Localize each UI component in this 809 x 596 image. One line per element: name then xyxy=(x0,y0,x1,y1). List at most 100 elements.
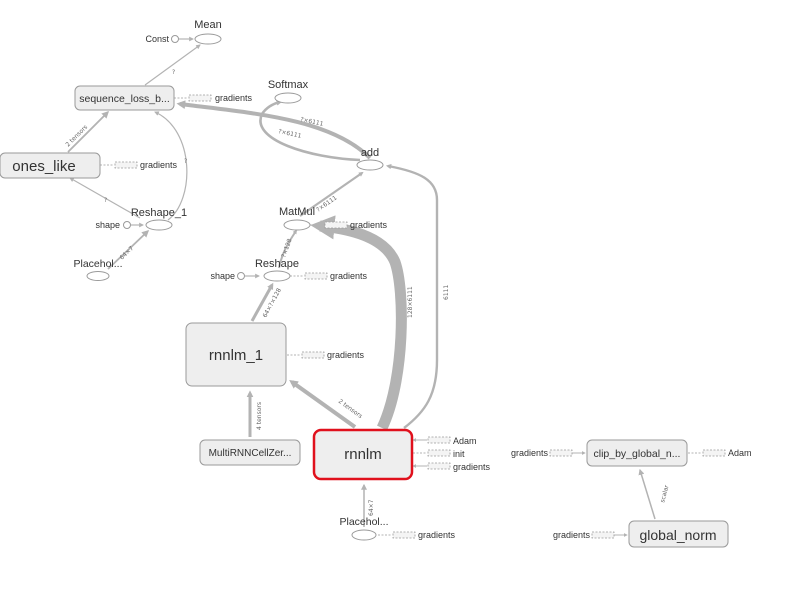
aux-rnnlm1-gradients[interactable]: gradients xyxy=(301,350,365,360)
edge-label-globalnorm-clip: scalar xyxy=(659,484,671,504)
node-label-softmax: Softmax xyxy=(268,79,309,91)
node-label-ones-like: ones_like xyxy=(12,158,75,175)
aux-ref-box xyxy=(549,449,573,457)
aux-clip-out-adam[interactable]: Adam xyxy=(702,448,752,458)
node-reshape[interactable]: Reshape xyxy=(255,258,299,282)
node-label-multirnn: MultiRNNCellZer... xyxy=(209,448,292,459)
aux-label: Adam xyxy=(728,448,752,458)
edge-rnnlm-rnnlm1 xyxy=(289,379,357,429)
aux-label: gradients xyxy=(350,220,388,230)
aux-clip-in-gradients[interactable]: gradients xyxy=(511,448,573,458)
edge-label-mean-in: ? xyxy=(172,69,175,76)
node-multirnn[interactable]: MultiRNNCellZer... xyxy=(199,439,301,466)
aux-seqloss-gradients[interactable]: gradients xyxy=(188,93,253,103)
edge-label-two-tensors: 2 tensors xyxy=(64,124,89,149)
node-label-global-norm: global_norm xyxy=(639,527,716,543)
node-box xyxy=(0,152,101,179)
aux-ref-box xyxy=(591,531,615,539)
node-box xyxy=(185,322,287,387)
node-add[interactable]: add xyxy=(356,147,384,171)
edge-label-rnnlm-add: 6111 xyxy=(443,285,450,300)
node-global-norm[interactable]: global_norm xyxy=(628,520,729,548)
const-circle xyxy=(171,35,179,43)
node-box xyxy=(628,520,729,548)
op-ellipse xyxy=(145,219,173,231)
node-label-matmul: MatMul xyxy=(279,206,315,218)
node-mean[interactable]: Mean xyxy=(194,19,222,45)
node-label-sequence-loss: sequence_loss_b... xyxy=(79,93,169,105)
aux-label: gradients xyxy=(511,448,549,458)
edge-reshape1-seqloss xyxy=(154,111,188,221)
aux-ref-box xyxy=(392,531,416,539)
edge-seqloss-mean xyxy=(144,44,201,86)
shape-circle xyxy=(237,272,245,280)
aux-ref-box xyxy=(427,462,451,470)
op-ellipse xyxy=(356,159,384,171)
node-placeholder-top[interactable]: Placehol... xyxy=(73,258,123,281)
aux-rnnlm-gradients[interactable]: gradients xyxy=(427,462,491,472)
aux-ref-box xyxy=(304,272,328,280)
op-ellipse xyxy=(274,92,302,104)
edge-placeholder-reshape1 xyxy=(107,230,150,270)
edge-rnnlm-add xyxy=(385,163,439,429)
node-label-clip: clip_by_global_n... xyxy=(594,448,681,460)
aux-ref-box xyxy=(114,161,138,169)
edge-rnnlm-matmul xyxy=(310,215,407,431)
node-label-add: add xyxy=(361,147,379,159)
aux-ref-box xyxy=(427,436,451,444)
node-const[interactable]: Const xyxy=(145,34,179,44)
op-ellipse xyxy=(351,529,377,541)
aux-ref-box xyxy=(702,449,726,457)
node-label-placeholder-top: Placehol... xyxy=(73,258,122,270)
edge-add-seqloss xyxy=(176,100,372,160)
edge-label-seqloss-in: ? xyxy=(184,158,187,165)
aux-label: gradients xyxy=(418,530,456,540)
aux-rnnlm-adam[interactable]: Adam xyxy=(427,436,477,446)
aux-label: gradients xyxy=(140,160,178,170)
node-rnnlm[interactable]: rnnlm xyxy=(312,428,414,481)
node-clip[interactable]: clip_by_global_n... xyxy=(586,439,688,467)
node-ones-like[interactable]: ones_like xyxy=(0,152,101,179)
op-ellipse xyxy=(194,33,222,45)
shape-circle xyxy=(123,221,131,229)
node-label-rnnlm: rnnlm xyxy=(344,446,382,463)
edge-label-ones-from-reshape: ? xyxy=(104,197,107,204)
aux-matmul-gradients[interactable]: gradients xyxy=(324,220,388,230)
op-ellipse xyxy=(283,219,311,231)
aux-label: gradients xyxy=(327,350,365,360)
aux-rnnlm-init[interactable]: init xyxy=(427,449,465,459)
aux-ones-gradients[interactable]: gradients xyxy=(114,160,178,170)
aux-label: gradients xyxy=(453,462,491,472)
edge-reshape-matmul xyxy=(278,229,297,269)
node-sequence-loss[interactable]: sequence_loss_b... xyxy=(74,85,175,111)
node-reshape-1[interactable]: Reshape_1 xyxy=(131,207,187,231)
edge-label-add-softmax-a: ?×6111 xyxy=(278,128,303,140)
aux-globalnorm-gradients[interactable]: gradients xyxy=(553,530,615,540)
node-rnnlm-1[interactable]: rnnlm_1 xyxy=(185,322,287,387)
aux-ref-box xyxy=(301,351,325,359)
edge-label-add-softmax-b: ?×6111 xyxy=(300,116,325,128)
node-softmax[interactable]: Softmax xyxy=(268,79,309,104)
node-box xyxy=(74,85,175,111)
edge-globalnorm-clip xyxy=(638,468,656,520)
node-label-const: Const xyxy=(145,34,169,44)
node-box-selected xyxy=(312,428,414,481)
edge-ones-seqloss xyxy=(67,110,110,153)
node-label-shape-2: shape xyxy=(210,271,235,281)
node-shape-1[interactable]: shape xyxy=(95,220,131,230)
edge-label-multi-rnnlm1: 4 tensors xyxy=(256,402,263,430)
edge-label-rnnlm1-reshape: 64×?×128 xyxy=(262,287,283,319)
edge-rnnlm1-reshape xyxy=(250,282,274,322)
aux-label: Adam xyxy=(453,436,477,446)
node-matmul[interactable]: MatMul xyxy=(279,206,315,231)
aux-reshape-gradients[interactable]: gradients xyxy=(304,271,368,281)
aux-placeholder-gradients[interactable]: gradients xyxy=(392,530,456,540)
node-placeholder-bottom[interactable]: Placehol... xyxy=(339,516,389,541)
node-box xyxy=(199,439,301,466)
edge-reshape1-ones xyxy=(69,177,141,219)
aux-label: init xyxy=(453,449,465,459)
node-shape-2[interactable]: shape xyxy=(210,271,245,281)
aux-ref-box xyxy=(324,221,348,229)
node-label-rnnlm-1: rnnlm_1 xyxy=(209,347,263,364)
